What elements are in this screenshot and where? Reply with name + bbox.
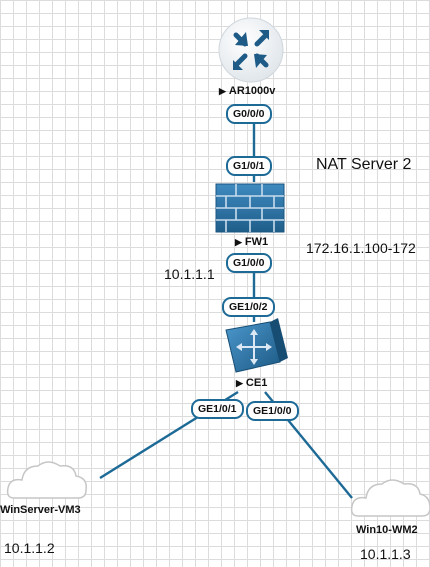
firewall-icon[interactable] bbox=[215, 183, 285, 233]
winserver-label: WinServer-VM3 bbox=[0, 504, 81, 516]
cloud-icon[interactable] bbox=[350, 479, 430, 517]
port-fw-g1-0-0[interactable]: G1/0/0 bbox=[226, 253, 272, 273]
nat-server-text: NAT Server 2 bbox=[316, 156, 412, 173]
port-ce-ge1-0-2[interactable]: GE1/0/2 bbox=[222, 297, 275, 317]
port-ce-ge1-0-1[interactable]: GE1/0/1 bbox=[191, 399, 244, 419]
fw-ip-text: 10.1.1.1 bbox=[164, 266, 215, 282]
port-router-g0[interactable]: G0/0/0 bbox=[226, 104, 272, 124]
port-ce-ge1-0-0[interactable]: GE1/0/0 bbox=[246, 401, 299, 421]
switch-icon[interactable] bbox=[225, 318, 288, 373]
firewall-label: ▶FW1 bbox=[235, 236, 269, 248]
router-icon[interactable] bbox=[218, 17, 284, 83]
port-fw-g1-0-1[interactable]: G1/0/1 bbox=[226, 156, 272, 176]
switch-label: ▶CE1 bbox=[236, 377, 268, 389]
router-label: ▶AR1000v bbox=[219, 85, 276, 97]
cloud-icon[interactable] bbox=[6, 461, 88, 499]
ip-range-text: 172.16.1.100-172 bbox=[306, 240, 416, 256]
wm2-ip-text: 10.1.1.3 bbox=[360, 546, 411, 562]
win10-label: Win10-WM2 bbox=[356, 524, 418, 536]
vm3-ip-text: 10.1.1.2 bbox=[4, 540, 55, 556]
